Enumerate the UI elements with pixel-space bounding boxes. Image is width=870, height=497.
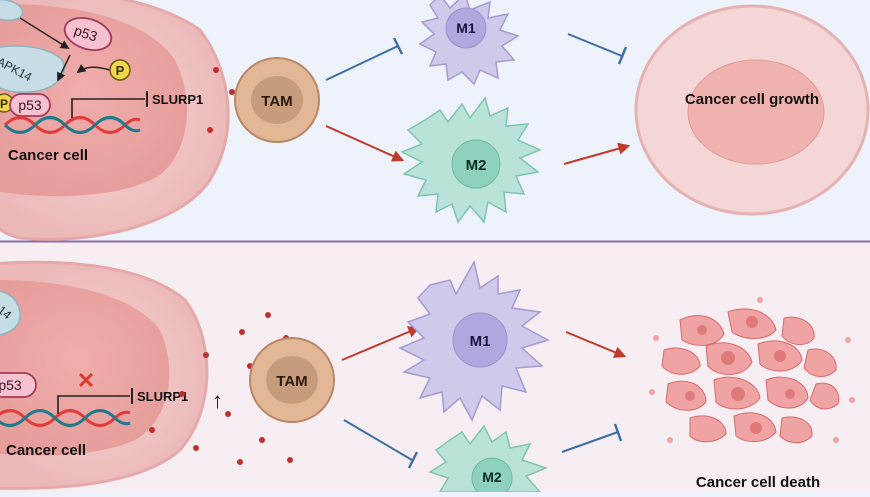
top-secretion-dots (207, 67, 235, 133)
bottom-inhibit-slurp1 (57, 395, 130, 414)
bottom-cancer-cell-label: Cancer cell (6, 442, 86, 459)
bottom-m2-label: M2 (482, 469, 502, 485)
top-arrow-phospho (76, 64, 111, 74)
top-tam-label: TAM (261, 93, 292, 110)
top-slurp1-label: SLURP1 (152, 92, 203, 107)
bottom-tam-m1-activate (341, 326, 421, 361)
top-growing-cell: Cancer cell growth (634, 4, 870, 216)
top-tam-m2-activate (325, 125, 405, 162)
top-p53-bound-label: p53 (18, 97, 42, 113)
top-arrow-kinase-p53 (19, 17, 70, 49)
top-m1-growth-inhibit-bar (617, 46, 628, 65)
bottom-m1-death-activate (565, 331, 627, 358)
top-tam-m1-inhibit-bar (392, 37, 404, 55)
bottom-m2-death-inhibit (561, 431, 619, 453)
bottom-tam-label: TAM (276, 373, 307, 390)
bottom-kinase-group: 14 (0, 290, 21, 336)
bottom-slurp1-label: SLURP1 (137, 389, 188, 404)
bottom-m2-death-inhibit-bar (613, 423, 623, 442)
top-m2-growth-activate (563, 142, 631, 165)
bottom-tam-cell: TAM (249, 337, 335, 423)
bottom-tam-m2-inhibit-bar (407, 451, 419, 469)
top-m1-growth-inhibit (567, 33, 623, 57)
top-m1-macrophage: M1 (418, 0, 520, 86)
top-outcome-label: Cancer cell growth (685, 91, 819, 108)
top-phospho-circle: P (109, 59, 131, 81)
top-cancer-cell-label: Cancer cell (8, 147, 88, 164)
bottom-blocked-mark: ✕ (77, 368, 95, 393)
bottom-dna-helix (0, 409, 131, 427)
top-phospho-label: P (116, 63, 125, 78)
top-m2-macrophage: M2 (400, 96, 542, 224)
bottom-tam-m2-inhibit (343, 419, 413, 461)
top-m2-label: M2 (466, 157, 487, 174)
top-p53-badge: p53 (63, 17, 113, 51)
bottom-m1-label: M1 (470, 333, 491, 350)
bottom-dying-cell: Cancer cell death (649, 297, 855, 491)
top-m1-label: M1 (456, 20, 476, 36)
top-tam-cell: TAM (234, 57, 320, 143)
top-tam-m1-inhibit (325, 45, 399, 81)
bottom-m1-macrophage: M1 (398, 259, 550, 422)
top-p53-label: p53 (72, 22, 99, 45)
top-bound-phospho-label: P (0, 97, 8, 111)
bottom-m2-macrophage: M2 (428, 424, 549, 497)
top-inhibit-slurp1 (71, 98, 145, 118)
top-arrow-p53-down (57, 54, 71, 82)
bottom-p53-label: p53 (0, 377, 22, 393)
bottom-p53-badge: p53 (0, 372, 37, 398)
top-dna-helix (3, 116, 141, 134)
bottom-up-arrow-icon: ↑ (212, 388, 223, 413)
top-bound-p53: P p53 (0, 93, 51, 117)
bottom-outcome-label: Cancer cell death (696, 474, 820, 491)
